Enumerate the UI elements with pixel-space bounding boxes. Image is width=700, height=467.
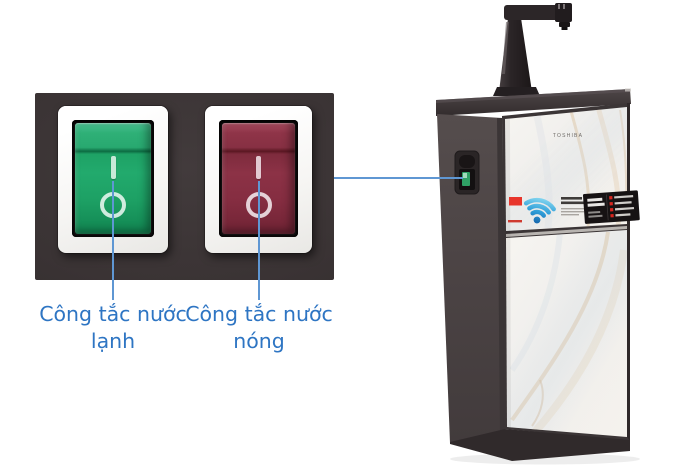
side-power-switch: [454, 150, 480, 195]
switch-panel-inset: [35, 93, 334, 280]
wifi-icon: [523, 197, 556, 224]
top-lid: [436, 89, 631, 116]
panel-to-product-connector-line: [334, 177, 463, 179]
base: [450, 429, 630, 461]
switch-recess: [72, 120, 154, 237]
power-on-symbol: [110, 156, 116, 180]
cold-switch-connector-line: [112, 181, 114, 300]
spec-label: [582, 190, 640, 224]
cold-water-switch: [58, 106, 168, 253]
red-sticker: [509, 197, 522, 206]
cold-switch-label: Công tắc nước lạnh: [39, 302, 187, 353]
brand-logo: TOSHIBA: [553, 133, 583, 139]
hot-switch-connector-line: [258, 181, 260, 300]
feature-text-block: [561, 197, 586, 216]
water-purifier-product: TOSHIBA: [436, 3, 640, 465]
faucet: [493, 3, 572, 96]
power-on-symbol: [256, 156, 261, 180]
red-micro-text: [508, 220, 522, 223]
body-side: [437, 114, 505, 443]
hot-switch-label: Công tắc nước nóng: [185, 302, 333, 353]
